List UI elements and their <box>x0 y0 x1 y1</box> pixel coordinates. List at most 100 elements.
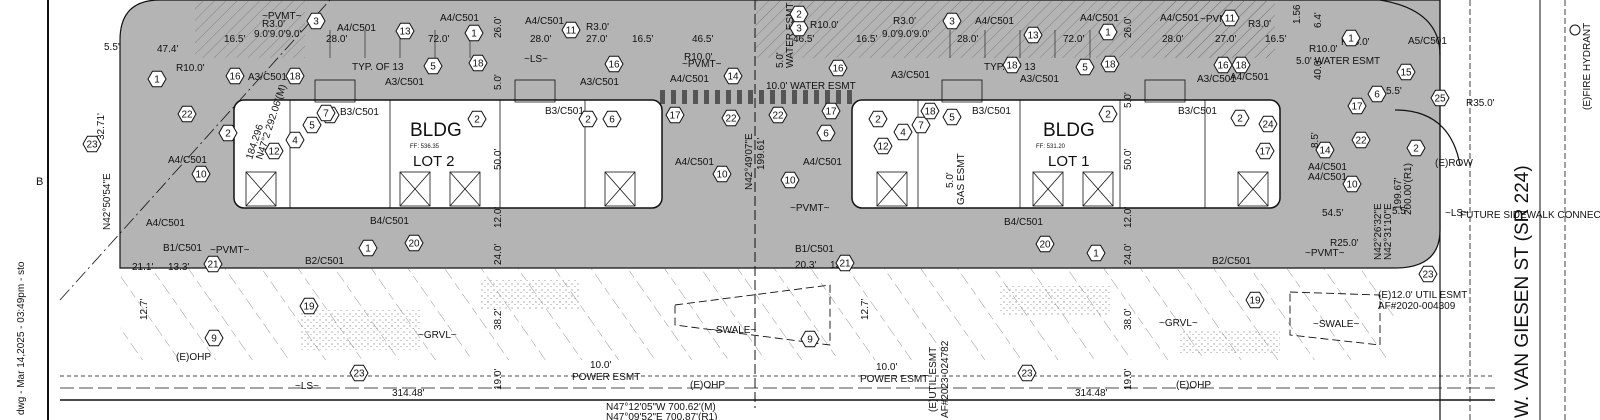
callout-a4-8: A4/C501 <box>803 157 842 168</box>
keynote-number: 14 <box>727 72 739 83</box>
keynote-hexagon-shape <box>467 110 487 128</box>
util-esmt-vertical: (E)UTIL ESMT <box>928 347 939 412</box>
lot2-lot-label: LOT 2 <box>413 153 454 170</box>
keynote-number: 5 <box>309 121 315 132</box>
dim-100-a: 10.0' <box>590 360 611 371</box>
keynote-hexagon-shape <box>1231 56 1251 74</box>
dim-240-b: 24.0' <box>1123 244 1134 265</box>
keynote-number: 2 <box>1413 144 1419 155</box>
keynote-hexagon-shape <box>147 70 167 88</box>
keynote-number: 18 <box>289 72 301 83</box>
callout-ls-3: ~LS~ <box>524 54 548 65</box>
callout-a4-11: A4/C501 <box>1160 13 1199 24</box>
callout-ls-2: ~LS~ <box>1445 208 1469 219</box>
keynote-hexagon: 20 <box>404 234 424 252</box>
callout-sidewalk: FUTURE SIDEWALK CONNECTION <box>1460 210 1600 221</box>
keynote-hexagon: 1 <box>147 70 167 88</box>
dim-r10-a: R10.0' <box>176 63 205 74</box>
dim-55-east: 5.5' <box>1386 86 1402 97</box>
keynote-hexagon-shape <box>358 239 378 257</box>
keynote-number: 16 <box>1217 61 1229 72</box>
callout-b3-2: B3/C501 <box>545 106 584 117</box>
callout-b3-1: B3/C501 <box>340 107 379 118</box>
keynote-hexagon: 1 <box>464 24 484 42</box>
callout-a4-10: A4/C501 <box>1080 13 1119 24</box>
dim-120-a: 12.0' <box>493 207 504 228</box>
dim-720-b: 72.0' <box>1063 34 1084 45</box>
keynote-hexagon-shape <box>780 171 800 189</box>
keynote-hexagon: 22 <box>1351 131 1371 149</box>
dim-85: 8.5' <box>1310 132 1321 148</box>
keynote-hexagon-shape <box>1220 9 1240 27</box>
keynote-hexagon-shape <box>1367 85 1387 103</box>
water-esmt-vertical: WATER ESMT <box>785 2 796 68</box>
building-lot1 <box>851 99 1281 209</box>
keynote-hexagon: 18 <box>1100 55 1120 73</box>
keynote-hexagon: 23 <box>349 364 369 382</box>
keynote-hexagon: 12 <box>873 137 893 155</box>
callout-swale-2: ~SWALE~ <box>1313 319 1359 330</box>
keynote-hexagon: 18 <box>1231 56 1251 74</box>
callout-a3-2: A3/C501 <box>385 77 424 88</box>
dim-280-b: 28.0' <box>530 34 551 45</box>
dim-55-west: 5.5' <box>104 42 120 53</box>
stipple-1 <box>300 310 420 350</box>
keynote-hexagon-shape <box>789 5 809 23</box>
keynote-hexagon: 24 <box>1258 115 1278 133</box>
dim-64: 6.4' <box>1313 12 1324 28</box>
callout-typ-1: TYP. OF 13 <box>352 62 404 73</box>
keynote-hexagon-shape <box>828 59 848 77</box>
dim-r3-a: R3.0' <box>262 19 285 30</box>
keynote-number: 7 <box>323 109 329 120</box>
keynote-hexagon-shape <box>712 165 732 183</box>
dim-270-b: 27.0' <box>1215 34 1236 45</box>
keynote-hexagon-shape <box>1351 131 1371 149</box>
keynote-hexagon-shape <box>264 142 284 160</box>
keynote-hexagon-shape <box>1406 139 1426 157</box>
fire-hydrant-icon <box>1569 24 1581 36</box>
file-stamp: dwg - Mar 14,2025 - 03:49pm - sto <box>16 261 27 415</box>
keynote-number: 3 <box>313 17 319 28</box>
keynote-hexagon: 1 <box>358 239 378 257</box>
keynote-number: 17 <box>1259 147 1271 158</box>
keynote-hexagon: 2 <box>1098 105 1118 123</box>
keynote-number: 2 <box>474 115 480 126</box>
dim-9x-b: 9.0'9.0'9.0' <box>882 29 930 40</box>
keynote-hexagon: 16 <box>828 59 848 77</box>
keynote-hexagon-shape <box>1230 109 1250 127</box>
keynote-hexagon-shape <box>1002 56 1022 74</box>
keynote-number: 10 <box>195 170 207 181</box>
keynote-hexagon-shape <box>285 67 305 85</box>
callout-a4-9: A4/C501 <box>975 16 1014 27</box>
dim-380: 38.0' <box>1123 309 1134 330</box>
callout-pvmt-1: ~PVMT~ <box>262 11 302 22</box>
callout-swale-1: ~SWALE~ <box>710 325 756 336</box>
dim-127-b: 12.7' <box>860 299 871 320</box>
callout-b1-2: B1/C501 <box>795 244 834 255</box>
callout-a4-3: A4/C501 <box>525 16 564 27</box>
keynote-number: 10 <box>716 170 728 181</box>
callout-pvmt-5: ~PVMT~ <box>1200 14 1240 25</box>
gas-esmt-label: GAS ESMT <box>956 153 967 205</box>
dim-31448-b: 314.48' <box>1075 388 1108 399</box>
keynote-hexagon-shape <box>721 109 741 127</box>
zone-letter: B <box>36 176 43 188</box>
keynote-hexagon-shape <box>604 55 624 73</box>
keynote-number: 19 <box>1249 296 1261 307</box>
dim-165-a: 16.5' <box>224 34 245 45</box>
keynote-hexagon: 5 <box>942 108 962 126</box>
keynote-hexagon-shape <box>306 12 326 30</box>
keynote-number: 22 <box>181 110 193 121</box>
callout-a4-5: A4/C501 <box>168 155 207 166</box>
dim-474: 47.4' <box>157 44 178 55</box>
keynote-number: 2 <box>225 129 231 140</box>
keynote-hexagon-shape <box>423 57 443 75</box>
dim-270-a: 27.0' <box>586 34 607 45</box>
dim-280-c: 28.0' <box>957 34 978 45</box>
keynote-hexagon-shape <box>1342 175 1362 193</box>
center-bearing: N42°49'07"E <box>744 133 755 190</box>
lot1-ff: FF: 531.20 <box>1036 144 1066 150</box>
lot1-lot-label: LOT 1 <box>1048 153 1089 170</box>
dim-260-b: 26.0' <box>1123 17 1134 38</box>
keynote-number: 9 <box>807 335 813 346</box>
